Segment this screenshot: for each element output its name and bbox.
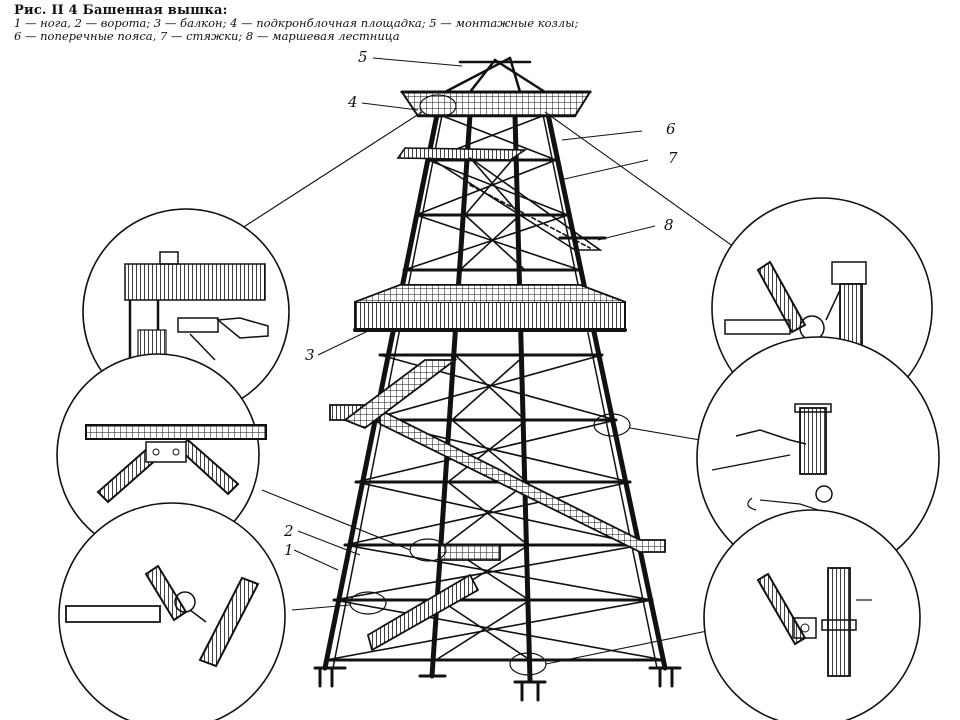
callout-8: 8 xyxy=(664,216,674,234)
detail-mid-left xyxy=(56,353,267,557)
tower xyxy=(313,56,682,702)
figure-title: Рис. II 4 Башенная вышка: xyxy=(14,3,228,18)
figure-caption: Рис. II 4 Башенная вышка: 1 — нога, 2 — … xyxy=(14,4,944,43)
callout-7: 7 xyxy=(668,149,678,167)
lower-stairs xyxy=(329,359,666,652)
gin-pole-frame xyxy=(443,56,547,94)
tower-braces xyxy=(325,114,665,661)
detail-bottom-right xyxy=(703,509,921,720)
legend-line-1: 1 — нога, 2 — ворота; 3 — балкон; 4 — по… xyxy=(14,16,579,30)
balcony xyxy=(353,284,627,332)
callout-1: 1 xyxy=(284,541,294,559)
callout-4: 4 xyxy=(347,93,358,111)
callout-5: 5 xyxy=(358,48,368,66)
callout-labels xyxy=(293,57,656,571)
tower-base xyxy=(313,666,682,702)
tower-legs xyxy=(322,97,668,683)
callout-2: 2 xyxy=(283,522,294,540)
joint-markers xyxy=(349,94,631,676)
upper-stairs xyxy=(396,147,607,251)
legend-line-2: 6 — поперечные пояса, 7 — стяжки; 8 — ма… xyxy=(14,29,400,43)
detail-bottom-left xyxy=(58,502,286,720)
callout-3: 3 xyxy=(305,346,315,364)
callout-6: 6 xyxy=(666,120,676,138)
